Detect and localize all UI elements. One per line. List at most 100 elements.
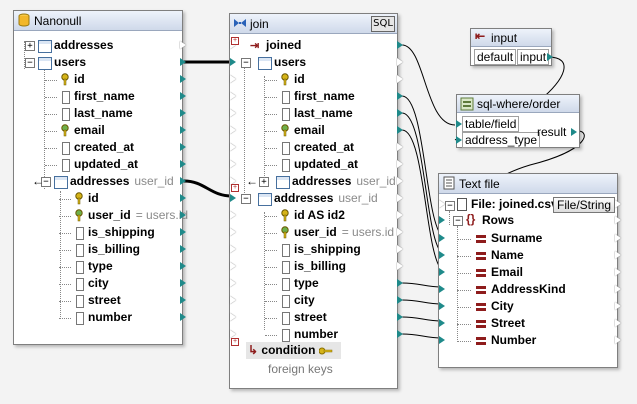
textfile-field-input-port[interactable] bbox=[439, 302, 445, 310]
textfile-field-output-port[interactable] bbox=[615, 319, 621, 327]
nanonull-item[interactable]: city bbox=[88, 275, 109, 292]
nanonull-item[interactable]: is_shipping bbox=[88, 224, 155, 241]
nanonull-item[interactable]: first_name bbox=[74, 88, 135, 105]
textfile-field-input-port[interactable] bbox=[439, 319, 445, 327]
join-item[interactable]: created_at bbox=[294, 139, 354, 156]
nanonull-item[interactable]: updated_at bbox=[74, 156, 138, 173]
result-port[interactable] bbox=[571, 128, 577, 136]
join-input-port[interactable] bbox=[230, 330, 236, 338]
nanonull-item[interactable]: addressesuser_id bbox=[70, 173, 174, 190]
join-output-port[interactable] bbox=[397, 92, 403, 100]
nanonull-item[interactable]: created_at bbox=[74, 139, 134, 156]
collapse-toggle[interactable]: + bbox=[25, 41, 35, 51]
nanonull-output-port[interactable] bbox=[180, 194, 186, 202]
sql-badge[interactable]: SQL bbox=[371, 16, 395, 32]
join-output-port[interactable] bbox=[397, 228, 403, 236]
join-component[interactable]: join SQL ↳ condition foreign keys joined… bbox=[229, 13, 398, 389]
textfile-field[interactable]: Surname bbox=[491, 230, 542, 247]
nanonull-item[interactable]: addresses bbox=[54, 37, 113, 54]
nanonull-output-port[interactable] bbox=[180, 75, 186, 83]
nanonull-item[interactable]: is_billing bbox=[88, 241, 140, 258]
join-output-port[interactable] bbox=[397, 58, 403, 66]
collapse-toggle[interactable]: − bbox=[241, 194, 251, 204]
file-input-port[interactable] bbox=[439, 200, 445, 208]
nanonull-item[interactable]: street bbox=[88, 292, 121, 309]
textfile-field[interactable]: Name bbox=[491, 247, 524, 264]
join-item[interactable]: city bbox=[294, 292, 315, 309]
join-output-port[interactable] bbox=[397, 330, 403, 338]
collapse-toggle[interactable]: − bbox=[241, 58, 251, 68]
rows-input-port[interactable] bbox=[439, 216, 445, 224]
join-item[interactable]: joined bbox=[266, 37, 301, 54]
textfile-field-output-port[interactable] bbox=[615, 268, 621, 276]
join-input-port[interactable] bbox=[230, 109, 236, 117]
add-input-icon[interactable]: + bbox=[231, 338, 239, 346]
join-output-port[interactable] bbox=[397, 143, 403, 151]
nanonull-item[interactable]: email bbox=[74, 122, 105, 139]
join-output-port[interactable] bbox=[397, 262, 403, 270]
join-item[interactable]: addressesuser_id bbox=[292, 173, 396, 190]
input-header[interactable]: ⇤ input bbox=[471, 29, 551, 47]
nanonull-item[interactable]: last_name bbox=[74, 105, 133, 122]
nanonull-output-port[interactable] bbox=[180, 313, 186, 321]
join-input-port[interactable] bbox=[230, 194, 236, 202]
nanonull-output-port[interactable] bbox=[180, 41, 186, 49]
join-input-port[interactable] bbox=[230, 92, 236, 100]
join-header[interactable]: join SQL bbox=[230, 14, 397, 34]
textfile-field[interactable]: Number bbox=[491, 332, 536, 349]
input-component[interactable]: ⇤ input default input bbox=[470, 28, 552, 66]
join-item[interactable]: updated_at bbox=[294, 156, 358, 173]
join-item[interactable]: users bbox=[274, 54, 306, 71]
nanonull-item[interactable]: user_id= users.id bbox=[88, 207, 188, 224]
join-output-port[interactable] bbox=[397, 160, 403, 168]
nanonull-item[interactable]: id bbox=[88, 190, 99, 207]
textfile-field[interactable]: Email bbox=[491, 264, 523, 281]
textfile-field-output-port[interactable] bbox=[615, 285, 621, 293]
join-output-port[interactable] bbox=[397, 41, 403, 49]
join-item[interactable]: user_id= users.id bbox=[294, 224, 394, 241]
file-string-button[interactable]: File/String bbox=[553, 197, 615, 213]
textfile-field[interactable]: Street bbox=[491, 315, 525, 332]
join-output-port[interactable] bbox=[397, 279, 403, 287]
join-output-port[interactable] bbox=[397, 109, 403, 117]
rows-collapse-toggle[interactable]: − bbox=[453, 216, 463, 226]
nanonull-output-port[interactable] bbox=[180, 143, 186, 151]
nanonull-output-port[interactable] bbox=[180, 177, 186, 185]
sql-where-header[interactable]: sql-where/order bbox=[457, 95, 579, 113]
nanonull-item[interactable]: id bbox=[74, 71, 85, 88]
join-output-port[interactable] bbox=[397, 245, 403, 253]
join-input-port[interactable] bbox=[230, 313, 236, 321]
nanonull-output-port[interactable] bbox=[180, 296, 186, 304]
join-item[interactable]: last_name bbox=[294, 105, 353, 122]
join-input-port[interactable] bbox=[230, 211, 236, 219]
textfile-field-input-port[interactable] bbox=[439, 268, 445, 276]
join-input-port[interactable] bbox=[230, 228, 236, 236]
textfile-field-output-port[interactable] bbox=[615, 234, 621, 242]
sql-where-component[interactable]: sql-where/order table/field address_type… bbox=[456, 94, 580, 148]
join-input-port[interactable] bbox=[230, 126, 236, 134]
nanonull-output-port[interactable] bbox=[180, 279, 186, 287]
join-output-port[interactable] bbox=[397, 194, 403, 202]
join-output-port[interactable] bbox=[397, 313, 403, 321]
join-item[interactable]: id AS id2 bbox=[294, 207, 345, 224]
join-item[interactable]: email bbox=[294, 122, 325, 139]
nanonull-output-port[interactable] bbox=[180, 109, 186, 117]
nanonull-output-port[interactable] bbox=[180, 92, 186, 100]
join-item[interactable]: addressesuser_id bbox=[274, 190, 378, 207]
join-output-port[interactable] bbox=[397, 296, 403, 304]
join-item[interactable]: id bbox=[294, 71, 305, 88]
nanonull-output-port[interactable] bbox=[180, 58, 186, 66]
join-item[interactable]: type bbox=[294, 275, 319, 292]
textfile-field-input-port[interactable] bbox=[439, 336, 445, 344]
textfile-field[interactable]: AddressKind bbox=[491, 281, 566, 298]
rows-output-port[interactable] bbox=[615, 216, 621, 224]
nanonull-item[interactable]: type bbox=[88, 258, 113, 275]
textfile-field-input-port[interactable] bbox=[439, 251, 445, 259]
textfile-field[interactable]: City bbox=[491, 298, 514, 315]
join-input-port[interactable] bbox=[230, 75, 236, 83]
file-output-port[interactable] bbox=[615, 200, 621, 208]
condition-row[interactable]: ↳ condition bbox=[246, 342, 341, 359]
join-item[interactable]: street bbox=[294, 309, 327, 326]
textfile-field-output-port[interactable] bbox=[615, 251, 621, 259]
join-item[interactable]: first_name bbox=[294, 88, 355, 105]
